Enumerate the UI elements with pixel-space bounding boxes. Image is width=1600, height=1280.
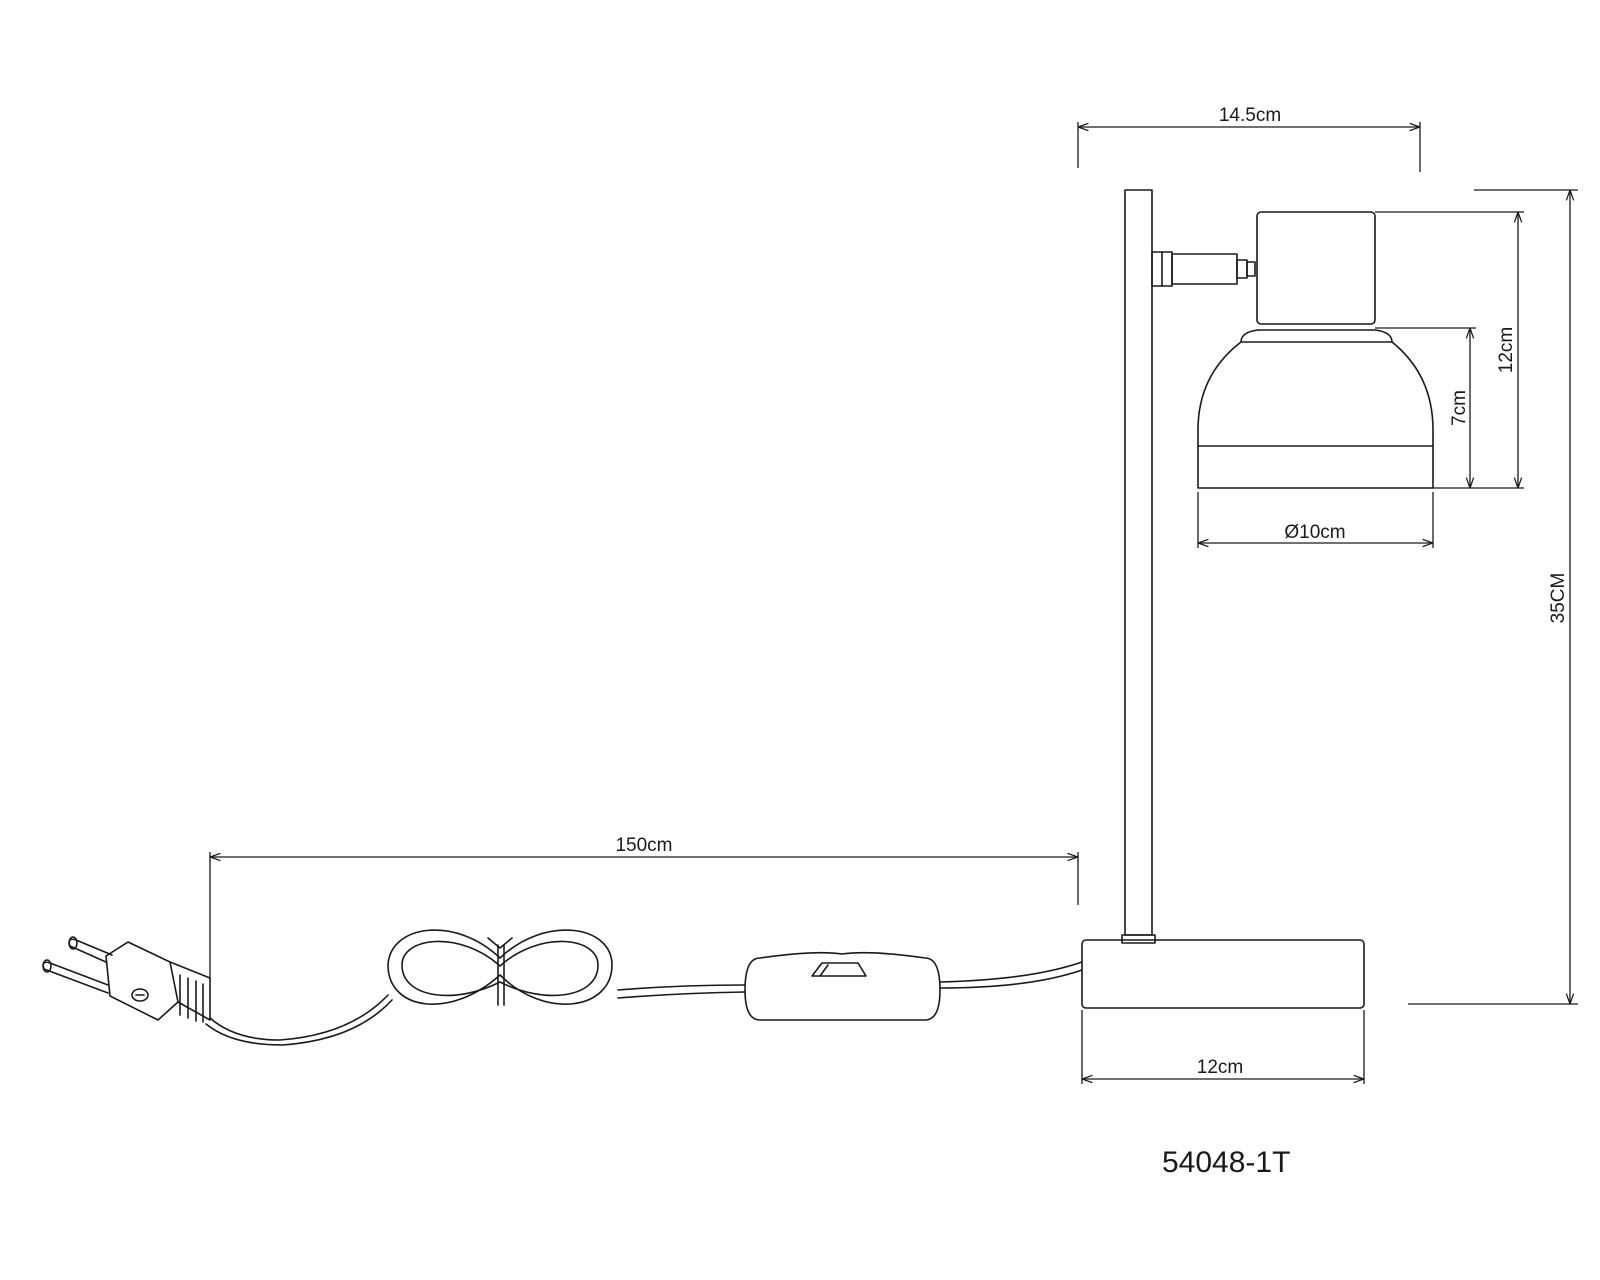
lamp-shade xyxy=(1197,329,1434,489)
dimension-cable-length: 150cm xyxy=(209,835,1079,980)
model-number: 54048-1T xyxy=(1162,1146,1290,1179)
dimension-shade-diameter: Ø10cm xyxy=(1197,492,1434,548)
plug xyxy=(42,936,211,1023)
dimension-base-width-label: 12cm xyxy=(1197,1057,1243,1078)
lamp-socket xyxy=(1256,211,1376,325)
lamp-arm-joint xyxy=(1151,251,1256,287)
cable-coil xyxy=(387,929,613,1006)
dimension-cable-length-label: 150cm xyxy=(615,835,672,856)
dimension-base-width: 12cm xyxy=(1081,1010,1365,1084)
pole-collar xyxy=(1121,934,1156,944)
dimension-head-height-label: 12cm xyxy=(1496,327,1517,373)
power-cord xyxy=(42,929,1083,1046)
dimension-total-width: 14.5cm xyxy=(1077,105,1421,172)
dimension-head-height: 12cm xyxy=(1375,211,1524,489)
dimension-shade-height: 7cm xyxy=(1375,327,1476,488)
lamp-base xyxy=(1081,939,1365,1009)
dimension-shade-height-label: 7cm xyxy=(1449,390,1470,426)
lamp-illustration xyxy=(1081,189,1434,1009)
inline-switch xyxy=(744,951,941,1021)
lamp-pole xyxy=(1124,189,1153,936)
dimension-shade-diameter-label: Ø10cm xyxy=(1284,522,1345,543)
dimension-total-height-label: 35CM xyxy=(1548,573,1569,624)
dimension-total-height: 35CM xyxy=(1408,189,1578,1005)
dimension-total-width-label: 14.5cm xyxy=(1219,105,1281,126)
